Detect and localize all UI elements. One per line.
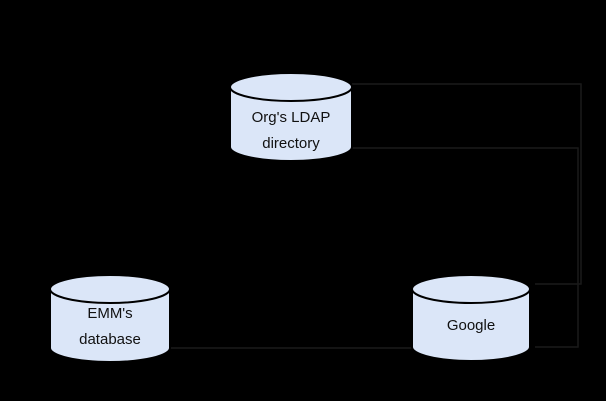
- ldap-cylinder-top: [229, 72, 353, 102]
- emm-label-line2: database: [79, 331, 141, 348]
- node-google: Google: [411, 274, 531, 362]
- connector-ldap-google-lower: [351, 147, 579, 348]
- ldap-label-line2: directory: [262, 135, 320, 152]
- ldap-cylinder-body: [229, 87, 353, 162]
- node-ldap-directory: Org's LDAP directory: [229, 72, 353, 162]
- google-cylinder-body: [411, 289, 531, 362]
- google-label-line1: Google: [447, 317, 495, 334]
- emm-label-line1: EMM's: [87, 305, 132, 322]
- node-emm-database: EMM's database: [49, 274, 171, 363]
- google-cylinder-top: [411, 274, 531, 304]
- ldap-label-line1: Org's LDAP: [252, 109, 331, 126]
- connector-ldap-google-upper: [352, 83, 582, 285]
- emm-cylinder-body: [49, 289, 171, 363]
- emm-cylinder-top: [49, 274, 171, 304]
